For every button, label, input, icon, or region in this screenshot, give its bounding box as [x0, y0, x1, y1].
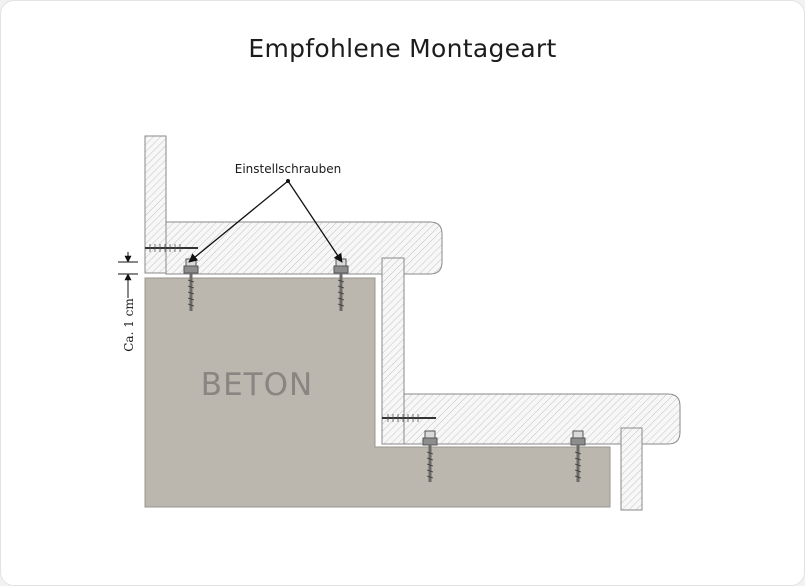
- page-title: Empfohlene Montageart: [248, 34, 557, 63]
- callout-arrow-right: [287, 180, 343, 263]
- adjustment-screw-3: [422, 430, 438, 482]
- upper-riser-board: [381, 257, 405, 445]
- concrete-label: BETON: [201, 367, 313, 403]
- wall-screw-lower: [382, 414, 436, 422]
- concrete-body: [144, 277, 611, 508]
- lower-riser-board: [620, 427, 643, 511]
- gap-dimension: [118, 252, 138, 298]
- lower-tread: [403, 393, 681, 445]
- callout-arrow-left: [188, 180, 289, 263]
- adjustment-screw-4: [570, 430, 586, 482]
- screws-label: Einstellschrauben: [235, 162, 341, 176]
- wall-screw-upper: [145, 244, 198, 252]
- gap-label: Ca. 1 cm: [122, 298, 136, 352]
- wall-cladding-board: [144, 135, 167, 274]
- upper-tread: [165, 221, 443, 275]
